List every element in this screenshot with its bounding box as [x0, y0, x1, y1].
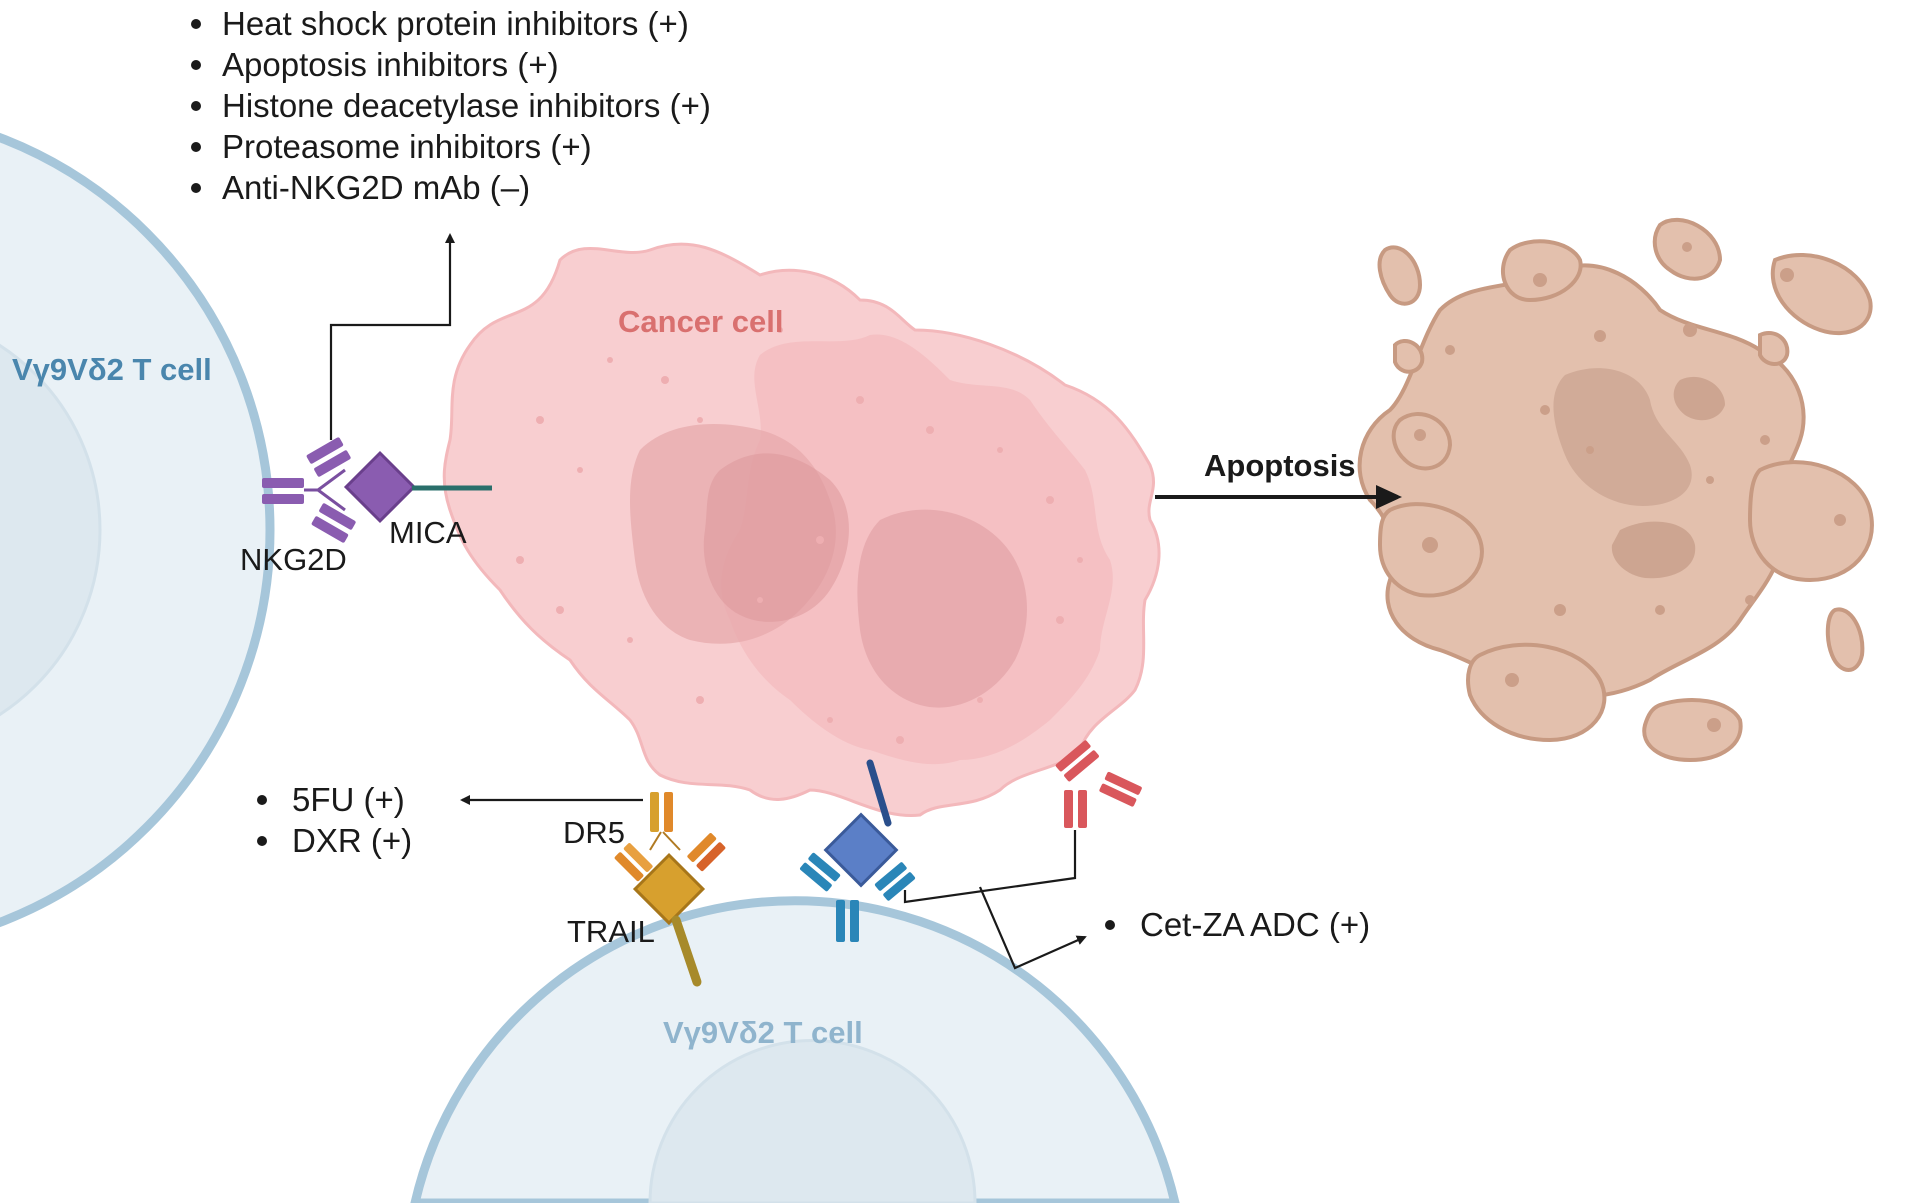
dr5-receptor	[614, 792, 726, 882]
list-item: 5FU (+)	[292, 781, 405, 818]
list-item: Proteasome inhibitors (+)	[222, 128, 592, 165]
cancer-cell-label: Cancer cell	[618, 304, 783, 339]
list-item: DXR (+)	[292, 822, 412, 859]
trail-label: TRAIL	[567, 914, 655, 949]
dr5-label: DR5	[563, 815, 625, 850]
apoptotic-nuclei	[1414, 242, 1846, 732]
apoptosis-label: Apoptosis	[1204, 448, 1356, 483]
dr5-modulator-list: 5FU (+) DXR (+)	[257, 781, 412, 859]
nkg2d-label: NKG2D	[240, 542, 347, 577]
nkg2d-receptor	[262, 437, 356, 543]
list-item: Histone deacetylase inhibitors (+)	[222, 87, 711, 124]
nkg2d-modulator-list: Heat shock protein inhibitors (+) Apopto…	[191, 5, 711, 206]
mica-ligand	[343, 450, 492, 524]
trail-ligand	[632, 852, 706, 987]
left-t-cell	[0, 132, 275, 928]
red-antibody	[1055, 740, 1142, 828]
left-t-cell-label: Vγ9Vδ2 T cell	[12, 352, 212, 387]
cet-za-arrow	[978, 886, 1087, 970]
cet-za-connector	[903, 830, 1077, 904]
mica-label: MICA	[389, 515, 467, 550]
antibody-modulator-list: Cet-ZA ADC (+)	[1105, 906, 1370, 943]
list-item: Anti-NKG2D mAb (–)	[222, 169, 530, 206]
list-item: Cet-ZA ADC (+)	[1140, 906, 1370, 943]
bottom-t-cell	[410, 896, 1180, 1203]
list-item: Heat shock protein inhibitors (+)	[222, 5, 689, 42]
list-item: Apoptosis inhibitors (+)	[222, 46, 559, 83]
cancer-cell	[442, 242, 1161, 818]
cet-za-adc	[800, 759, 916, 942]
bottom-t-cell-label: Vγ9Vδ2 T cell	[663, 1015, 863, 1050]
nkg2d-modulator-connector	[329, 233, 455, 440]
